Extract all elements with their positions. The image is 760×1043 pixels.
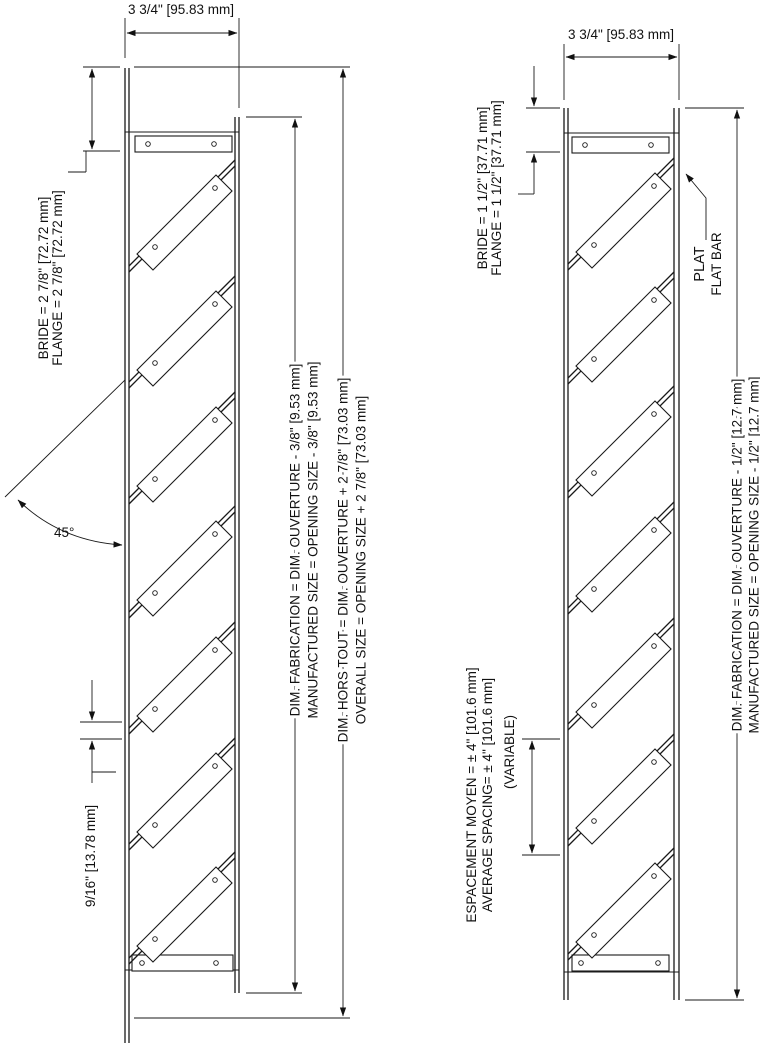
left-flange-label-fr: BRIDE = 2 7/8" [72.72 mm] [36,197,51,360]
right-blades [567,157,675,961]
right-bottom-plate [571,954,670,972]
right-spacing-note: (VARIABLE) [502,715,517,789]
left-top-plate [134,135,233,153]
left-overall-label-en: OVERALL SIZE = OPENING SIZE + 2 7/8" [73… [354,396,369,724]
left-manufactured-label-en: MANUFACTURED SIZE = OPENING SIZE - 3/8" … [306,362,321,719]
left-flange-label-en: FLANGE = 2 7/8" [72.72 mm] [50,190,65,366]
left-blade-gap-label: 9/16" [13.78 mm] [83,805,98,907]
left-manufactured-dimension: DIM. FABRICATION = DIM. OUVERTURE - 3/8"… [246,116,321,994]
right-top-plate [571,136,670,154]
right-spacing-dimension: ESPACEMENT MOYEN = ± 4" [101.6 mm] AVERA… [464,667,560,923]
right-flange-label-en: FLANGE = 1 1/2" [37.71 mm] [489,100,504,276]
left-louver-view: 3 3/4" [95.83 mm] BRIDE = 2 7/8" [72.72 … [4,2,369,1043]
right-louver-view: 3 3/4" [95.83 mm] BRIDE = 1 1/2" [37.71 … [464,27,760,1001]
left-blade-gap-dimension: 9/16" [13.78 mm] [80,680,122,907]
left-angle-indicator: 45° [4,379,126,548]
right-width-label: 3 3/4" [95.83 mm] [568,27,674,42]
right-flange-label-fr: BRIDE = 1 1/2" [37.71 mm] [475,107,490,270]
right-width-dimension: 3 3/4" [95.83 mm] [563,27,680,100]
right-manufactured-label-en: MANUFACTURED SIZE = OPENING SIZE - 1/2" … [747,377,760,734]
left-angle-label: 45° [54,525,74,540]
right-flange-dimension: BRIDE = 1 1/2" [37.71 mm] FLANGE = 1 1/2… [475,66,560,276]
right-flat-bar-label-fr: PLAT [692,246,708,281]
right-frame [563,108,680,1000]
left-width-label: 3 3/4" [95.83 mm] [128,2,234,17]
left-blades [128,159,236,965]
left-flange-dimension: BRIDE = 2 7/8" [72.72 mm] FLANGE = 2 7/8… [36,66,120,366]
right-spacing-label-en: AVERAGE SPACING= ± 4" [101.6 mm] [480,678,495,912]
left-overall-label-fr: DIM. HORS TOUT = DIM. OUVERTURE + 2 7/8"… [336,378,351,743]
right-manufactured-dimension: DIM. FABRICATION = DIM. OUVERTURE - 1/2"… [685,107,760,1001]
left-width-dimension: 3 3/4" [95.83 mm] [124,2,240,108]
right-flat-bar-callout: PLAT FLAT BAR [685,173,724,296]
left-bottom-plate [131,954,234,972]
right-flat-bar-label-en: FLAT BAR [709,232,724,296]
right-spacing-label-fr: ESPACEMENT MOYEN = ± 4" [101.6 mm] [464,667,479,922]
right-manufactured-label-fr: DIM. FABRICATION = DIM. OUVERTURE - 1/2"… [730,379,745,732]
left-overall-dimension: DIM. HORS TOUT = DIM. OUVERTURE + 2 7/8"… [134,66,369,1019]
left-manufactured-label-fr: DIM. FABRICATION = DIM. OUVERTURE - 3/8"… [288,364,303,717]
